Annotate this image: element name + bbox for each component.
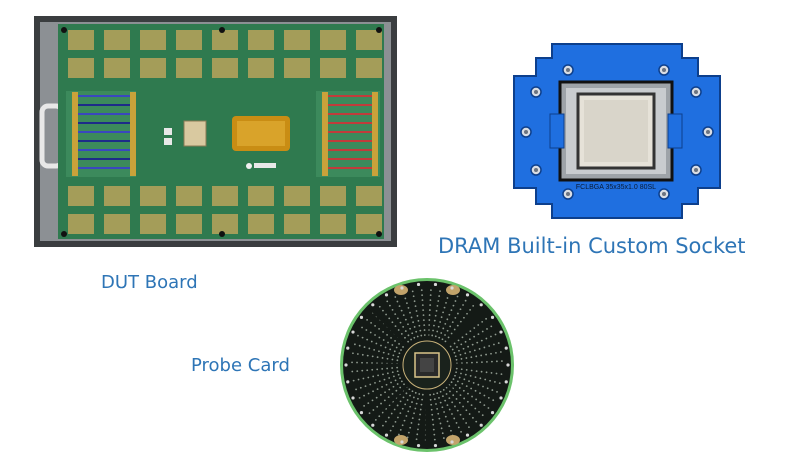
socket-caption: DRAM Built-in Custom Socket xyxy=(438,234,746,258)
probe-card-image xyxy=(339,277,515,453)
probe-card-caption: Probe Card xyxy=(191,355,290,376)
custom-socket-graphic: FCLBGA 35x35x1.0 80SL xyxy=(513,43,721,219)
test-socket xyxy=(183,120,207,147)
dut-board-caption: DUT Board xyxy=(101,272,198,293)
probe-card-graphic xyxy=(340,278,514,452)
dut-board-image xyxy=(34,16,397,247)
socket-part-label: FCLBGA 35x35x1.0 80SL xyxy=(576,184,656,191)
dut-board-graphic xyxy=(34,16,397,247)
custom-socket-image: FCLBGA 35x35x1.0 80SL xyxy=(512,42,722,220)
